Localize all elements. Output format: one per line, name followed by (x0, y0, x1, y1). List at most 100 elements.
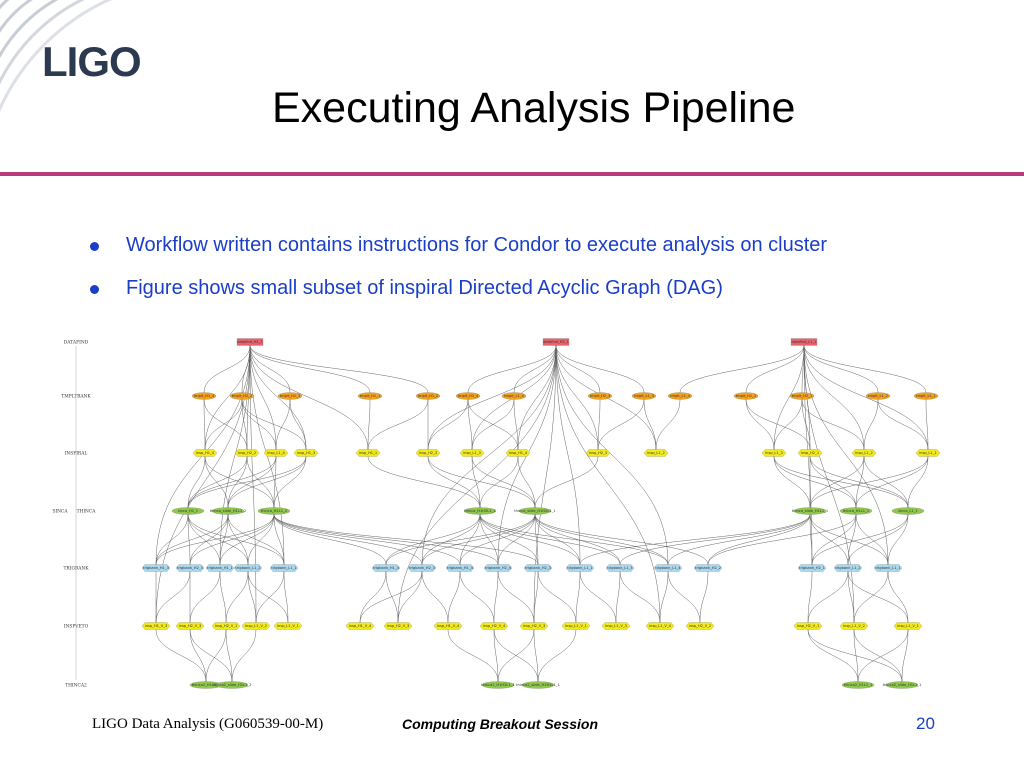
dag-edge (189, 629, 233, 682)
dag-node-shape (192, 449, 218, 457)
dag-node-shape (885, 681, 919, 689)
dag-node-shape (585, 449, 611, 457)
dag-node-shape (273, 622, 303, 630)
dag-edge (773, 456, 811, 508)
dag-edge (809, 514, 813, 565)
dag-edge (385, 514, 481, 565)
dag-node-label: insp_L1_V_3 (605, 624, 627, 628)
dag-edge (219, 514, 229, 565)
bullet-item: Workflow written contains instructions f… (84, 230, 924, 261)
dag-node-shape (797, 449, 823, 457)
dag-edge (579, 514, 811, 565)
dag-node-label: insp_H2_3 (589, 451, 607, 455)
dag-node-shape (851, 449, 877, 457)
dag-edge (204, 345, 251, 450)
dag-node-shape (667, 392, 693, 400)
dag-edge (533, 345, 557, 623)
dag-edge (517, 345, 557, 450)
dag-node-shape (175, 622, 205, 630)
dag-node-inspveto: insp_H2_V_3 (519, 622, 549, 630)
dag-node-tmpltbank: tmplt_L1_4 (501, 392, 527, 400)
dag-node-label: insp_H2_1 (801, 451, 819, 455)
dag-node-inspiral: insp_L1_3 (761, 449, 787, 457)
dag-edge (187, 456, 277, 508)
dag-edge (597, 399, 601, 450)
dag-edge (847, 571, 909, 623)
dag-edge (513, 345, 557, 393)
dag-node-shape (234, 449, 260, 457)
dag-node-label: trigbank_L1_1 (271, 566, 296, 570)
dag-node-label: insp_H2_V_1 (215, 624, 238, 628)
dag-node-tmpltbank: tmplt_H2_3 (587, 392, 613, 400)
dag-edge (555, 345, 661, 623)
dag-edge (745, 399, 811, 450)
dag-edge (479, 514, 499, 565)
dag-node-shape (269, 564, 299, 572)
dag-node-tmpltbank: tmplt_H2_1 (789, 392, 815, 400)
dag-edge (187, 514, 221, 565)
dag-edge (241, 399, 307, 450)
dag-node-shape (415, 392, 441, 400)
dag-edge (467, 345, 557, 393)
dag-node-label: insp_H2_V_1 (797, 624, 820, 628)
dag-edge (249, 345, 277, 450)
dag-edge (397, 571, 423, 623)
dag-edge (247, 571, 257, 623)
dag-node-label: tmplt_H2_2 (232, 394, 252, 398)
dag-edge (227, 514, 249, 565)
dag-row-label: SINCA (52, 510, 68, 515)
dag-edge (853, 629, 859, 682)
dag-row-label: THINCA2 (65, 684, 87, 689)
dag-node-label: trigbank_H2_3 (409, 566, 435, 570)
dag-edge (189, 514, 275, 565)
dag-node-trigbank: trigbank_H2_2 (693, 564, 723, 572)
dag-node-trigbank: trigbank_H2_3 (523, 564, 553, 572)
dag-node-label: thinca2_H1L1_2 (192, 683, 221, 687)
dag-edge (803, 345, 889, 565)
dag-node-label: trigbank_H2_1 (799, 566, 825, 570)
dag-node-label: tmplt_H2_3 (590, 394, 610, 398)
dag-edge (643, 399, 657, 450)
dag-edge (479, 514, 669, 565)
dag-node-inspveto: insp_L1_V_2 (839, 622, 869, 630)
dag-node-shape (293, 449, 319, 457)
dag-node-shape (236, 338, 264, 346)
dag-edge (659, 571, 669, 623)
dag-edge (707, 514, 811, 565)
page-number: 20 (916, 714, 935, 733)
dag-edge (855, 514, 889, 565)
dag-node-tmpltbank: tmplt_H1_2 (415, 392, 441, 400)
dag-node-label: sinca_H1_1 (178, 509, 198, 513)
dag-node-shape (839, 622, 869, 630)
dag-node-shape (693, 564, 723, 572)
dag-node-shape (523, 564, 553, 572)
dag-node-label: insp_L1_1 (919, 451, 937, 455)
bullet-item: Figure shows small subset of inspiral Di… (84, 273, 924, 304)
dag-node-shape (141, 622, 171, 630)
dag-node-trigbank: trigbank_L1_2 (233, 564, 263, 572)
dag-node-label: tmplt_H1_3 (280, 394, 300, 398)
dag-node-tmpltbank: tmplt_H1_3 (277, 392, 303, 400)
dag-node-shape (141, 564, 171, 572)
dag-node-inspveto: insp_H2_V_2 (685, 622, 715, 630)
dag-node-inspveto: insp_L1_V_4 (645, 622, 675, 630)
dag-node-label: trigbank_H2_2 (695, 566, 721, 570)
dag-edge (187, 514, 191, 565)
dag-edge (809, 456, 865, 508)
bullet-dot-icon (90, 285, 99, 294)
dag-edge (809, 456, 909, 508)
dag-edge (467, 399, 519, 450)
dag-node-inspveto: insp_H1_V_3 (141, 622, 171, 630)
dag-node-label: insp_L1_V_2 (245, 624, 267, 628)
dag-node-label: tmplt_H1_2 (736, 394, 756, 398)
dag-node-label: tmplt_H2_1 (792, 394, 812, 398)
dag-edge (517, 456, 536, 508)
dag-edge (619, 514, 811, 565)
dag-node-shape (841, 681, 875, 689)
dag-edge (877, 399, 929, 450)
dag-node-inspveto: insp_L1_V_1 (561, 622, 591, 630)
dag-edge (203, 399, 248, 450)
dag-node-inspveto: insp_L1_V_3 (601, 622, 631, 630)
dag-edge (537, 571, 577, 623)
